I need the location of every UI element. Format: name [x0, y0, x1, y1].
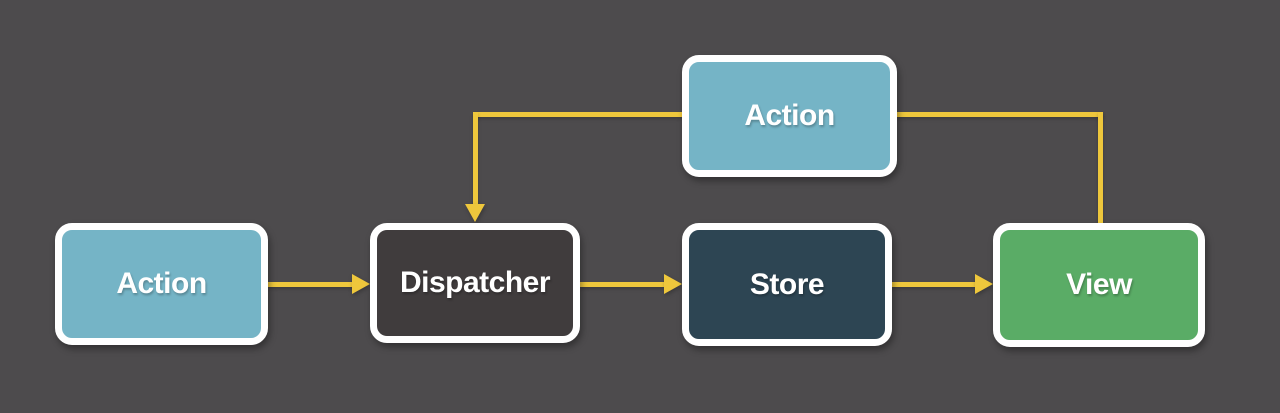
node-dispatcher: Dispatcher	[370, 223, 580, 343]
arrowhead-down-icon	[465, 204, 485, 222]
node-view: View	[993, 223, 1205, 347]
node-action-top-label: Action	[744, 99, 835, 132]
node-dispatcher-label: Dispatcher	[399, 266, 551, 299]
edge-view-to-action-top-vertical-line	[1098, 112, 1103, 223]
edge-dispatcher-to-store-line	[580, 282, 664, 287]
node-view-label: View	[1066, 268, 1132, 301]
arrowhead-right-icon	[664, 274, 682, 294]
node-action-left: Action	[55, 223, 268, 345]
edge-action-top-to-dispatcher-vertical-line	[473, 112, 478, 204]
node-store: Store	[682, 223, 892, 346]
edge-action-top-to-dispatcher-horizontal-line	[475, 112, 683, 117]
arrowhead-right-icon	[975, 274, 993, 294]
edge-store-to-view-line	[892, 282, 975, 287]
node-action-left-label: Action	[116, 267, 207, 300]
edge-action-left-to-dispatcher-line	[268, 282, 354, 287]
edge-view-to-action-top-horizontal-line	[897, 112, 1103, 117]
node-action-top: Action	[682, 55, 897, 177]
node-store-label: Store	[749, 267, 825, 301]
arrowhead-right-icon	[352, 274, 370, 294]
